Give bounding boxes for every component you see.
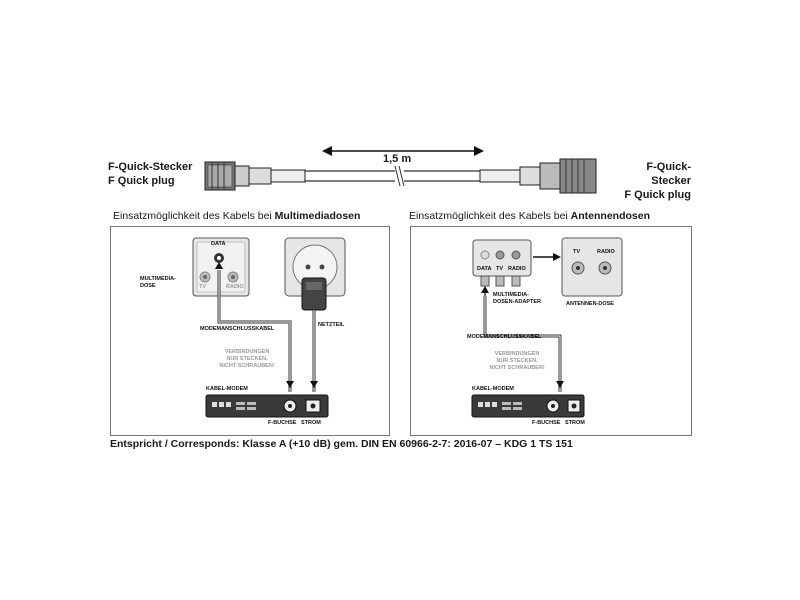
- left-note-line1: VERBINDUNGEN: [224, 349, 270, 355]
- left-f-quick-plug: [204, 161, 306, 191]
- power-outlet: [284, 237, 346, 297]
- right-note-line3: NICHT SCHRAUBEN!: [489, 365, 545, 371]
- adapter-data-label: DATA: [477, 266, 492, 272]
- cable-body: [305, 165, 480, 187]
- left-socket-radio-label: RADIO: [226, 284, 244, 290]
- right-plug-label-de: F-Quick-Stecker: [646, 161, 691, 187]
- adapter-label-line2: DOSEN-ADAPTER: [493, 299, 541, 305]
- right-plug-label: F-Quick-Stecker F Quick plug: [607, 160, 691, 202]
- compliance-footer: Entspricht / Corresponds: Klasse A (+10 …: [110, 438, 573, 450]
- left-panel-title-prefix: Einsatzmöglichkeit des Kabels bei: [113, 210, 275, 222]
- antenna-socket-tv-label: TV: [573, 249, 581, 255]
- left-port-f-label: F-BUCHSE: [268, 420, 297, 426]
- multimedia-socket-label-line2: DOSE: [140, 283, 156, 289]
- right-plug-label-en: F Quick plug: [624, 189, 691, 201]
- right-cable-label: MODEMANSCHLUSSKABEL: [467, 334, 542, 340]
- antenna-socket: [561, 237, 623, 297]
- left-panel-title-bold: Multimediadosen: [274, 210, 361, 222]
- left-port-power-label: STROM: [301, 420, 321, 426]
- left-socket-data-label: DATA: [211, 241, 226, 247]
- length-arrow: [322, 146, 484, 156]
- cable-length-label: 1,5 m: [383, 153, 412, 165]
- right-note-line1: VERBINDUNGEN: [494, 351, 540, 357]
- right-connection-note: VERBINDUNGEN NUR STECKEN, NICHT SCHRAUBE…: [482, 351, 552, 372]
- power-supply: [301, 277, 327, 392]
- cable-modem-left: [205, 394, 329, 418]
- left-plug-label-en: F Quick plug: [108, 175, 175, 187]
- left-note-line3: NICHT SCHRAUBEN!: [219, 363, 275, 369]
- antenna-socket-panel: [410, 226, 692, 436]
- right-panel-title: Einsatzmöglichkeit des Kabels bei Antenn…: [409, 210, 650, 222]
- multimedia-adapter: [472, 239, 532, 287]
- left-plug-label-de: F-Quick-Stecker: [108, 161, 193, 173]
- right-port-f-label: F-BUCHSE: [532, 420, 561, 426]
- right-panel-title-bold: Antennendosen: [570, 210, 651, 222]
- adapter-tv-label: TV: [496, 266, 504, 272]
- multimedia-socket-panel: [110, 226, 390, 436]
- left-cable-label: MODEMANSCHLUSSKABEL: [200, 326, 275, 332]
- left-panel-title: Einsatzmöglichkeit des Kabels bei Multim…: [113, 210, 360, 222]
- right-modem-label: KABEL-MODEM: [472, 386, 514, 392]
- left-note-line2: NUR STECKEN,: [226, 356, 268, 362]
- adapter-radio-label: RADIO: [508, 266, 526, 272]
- antenna-socket-label: ANTENNEN-DOSE: [566, 301, 614, 307]
- adapter-label-line1: MULTIMEDIA-: [493, 292, 529, 298]
- left-modem-label: KABEL-MODEM: [206, 386, 248, 392]
- modem-cable-left: [215, 262, 294, 392]
- multimedia-socket-label: MULTIMEDIA- DOSE: [140, 276, 176, 290]
- adapter-to-socket-arrow: [533, 253, 561, 261]
- left-socket-tv-label: TV: [199, 284, 207, 290]
- right-note-line2: NUR STECKEN,: [496, 358, 538, 364]
- modem-cable-right: [481, 286, 564, 392]
- antenna-socket-radio-label: RADIO: [597, 249, 615, 255]
- left-connection-note: VERBINDUNGEN NUR STECKEN, NICHT SCHRAUBE…: [212, 349, 282, 370]
- multimedia-socket-label-line1: MULTIMEDIA-: [140, 276, 176, 282]
- adapter-label: MULTIMEDIA- DOSEN-ADAPTER: [493, 292, 541, 306]
- right-port-power-label: STROM: [565, 420, 585, 426]
- right-f-quick-plug: [479, 158, 597, 194]
- psu-label: NETZTEIL: [318, 322, 345, 328]
- right-panel-title-prefix: Einsatzmöglichkeit des Kabels bei: [409, 210, 571, 222]
- cable-modem-right: [471, 394, 585, 418]
- left-plug-label: F-Quick-Stecker F Quick plug: [108, 160, 192, 188]
